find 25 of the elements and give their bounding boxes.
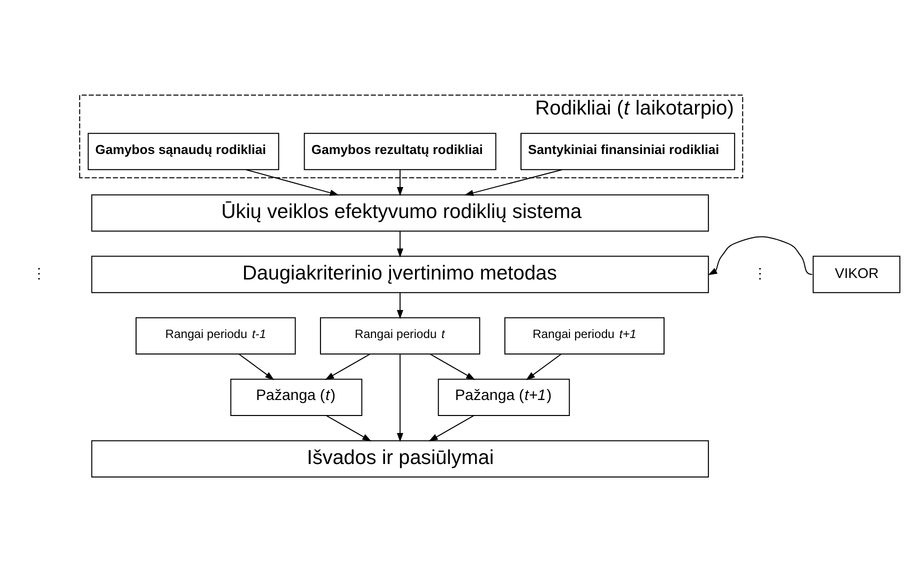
arrow <box>526 353 562 380</box>
node-box: Gamybos sąnaudų rodikliai <box>88 132 280 170</box>
arrow <box>430 353 476 380</box>
node-box: Rangai periodu t+1 <box>504 316 665 354</box>
node-box: Rangai periodu t-1 <box>136 316 296 354</box>
arrow <box>396 169 404 196</box>
node-box: Pažanga (t+1) <box>438 378 570 416</box>
label: ⋮ <box>753 264 768 281</box>
arrow <box>708 236 812 275</box>
arrow <box>396 292 404 319</box>
node-box: Ūkių veiklos efektyvumo rodiklių sistema <box>91 194 709 232</box>
node-box: Daugiakriterinio įvertinimo metodas <box>91 255 709 293</box>
node-box: Gamybos rezultatų rodikliai <box>304 132 496 170</box>
label: ⋮ <box>32 264 46 281</box>
arrow <box>396 354 404 442</box>
arrow <box>326 414 372 441</box>
node-box: Išvados ir pasiūlymai <box>91 440 709 477</box>
node-box: VIKOR <box>812 255 900 293</box>
node-box: Pažanga (t) <box>230 378 362 416</box>
node-box: Rangai periodu t <box>320 316 480 354</box>
arrow <box>324 353 370 380</box>
arrow <box>428 414 474 441</box>
arrow <box>396 230 404 258</box>
node-box: Santykiniai finansiniai rodikliai <box>520 132 736 170</box>
arrow <box>238 353 274 380</box>
